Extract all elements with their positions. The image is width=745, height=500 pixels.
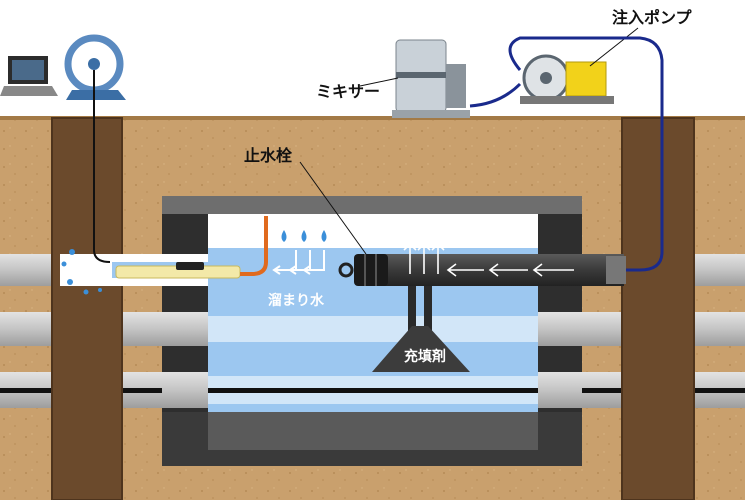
splash-dot-2 bbox=[62, 262, 67, 267]
water-stop-plug-label: 止水栓 bbox=[244, 142, 292, 166]
pump-label-leader bbox=[590, 28, 638, 66]
reel-stand bbox=[66, 90, 126, 100]
culvert-top-slab bbox=[162, 196, 582, 214]
wall-pipe-right-lower bbox=[538, 372, 582, 408]
splash-dot-3 bbox=[67, 279, 73, 285]
pump-wheel-hub bbox=[540, 72, 552, 84]
laptop-base bbox=[0, 86, 58, 96]
mixer-to-pump-hose bbox=[470, 84, 520, 106]
wall-pipe-right-upper bbox=[538, 312, 582, 346]
injection-nozzle bbox=[606, 256, 626, 284]
left-manhole bbox=[52, 118, 122, 500]
wall-pipe-left-upper bbox=[162, 312, 208, 346]
right-manhole-shaft bbox=[622, 118, 694, 500]
filler-label: 充填剤 bbox=[404, 346, 446, 366]
mixer-base bbox=[392, 110, 470, 118]
culvert-bottom-slab bbox=[208, 412, 538, 450]
injection-pump-label: 注入ポンプ bbox=[612, 4, 692, 28]
culvert-frame bbox=[162, 196, 582, 466]
wall-pipe-left-lower bbox=[162, 372, 208, 408]
right-manhole bbox=[622, 118, 694, 500]
splash-dot-5 bbox=[98, 288, 102, 292]
left-manhole-shaft bbox=[52, 118, 122, 500]
cable-reel-hub bbox=[88, 58, 100, 70]
splash-dot-1 bbox=[69, 249, 75, 255]
plug-body bbox=[354, 254, 388, 286]
laptop-display bbox=[12, 60, 44, 80]
splash-dot-4 bbox=[84, 290, 89, 295]
riser-arrows bbox=[404, 244, 444, 274]
interior-pipe-middle bbox=[208, 316, 538, 342]
mixer-label: ミキサー bbox=[316, 78, 380, 102]
mixer-motor bbox=[446, 64, 466, 108]
pooled-water-label: 溜まり水 bbox=[268, 290, 324, 310]
interior-cable bbox=[208, 388, 538, 393]
camera-probe-head bbox=[176, 262, 204, 270]
pump-frame bbox=[520, 96, 614, 104]
pump-yellow-body bbox=[566, 62, 606, 96]
mixer-band bbox=[396, 72, 446, 78]
